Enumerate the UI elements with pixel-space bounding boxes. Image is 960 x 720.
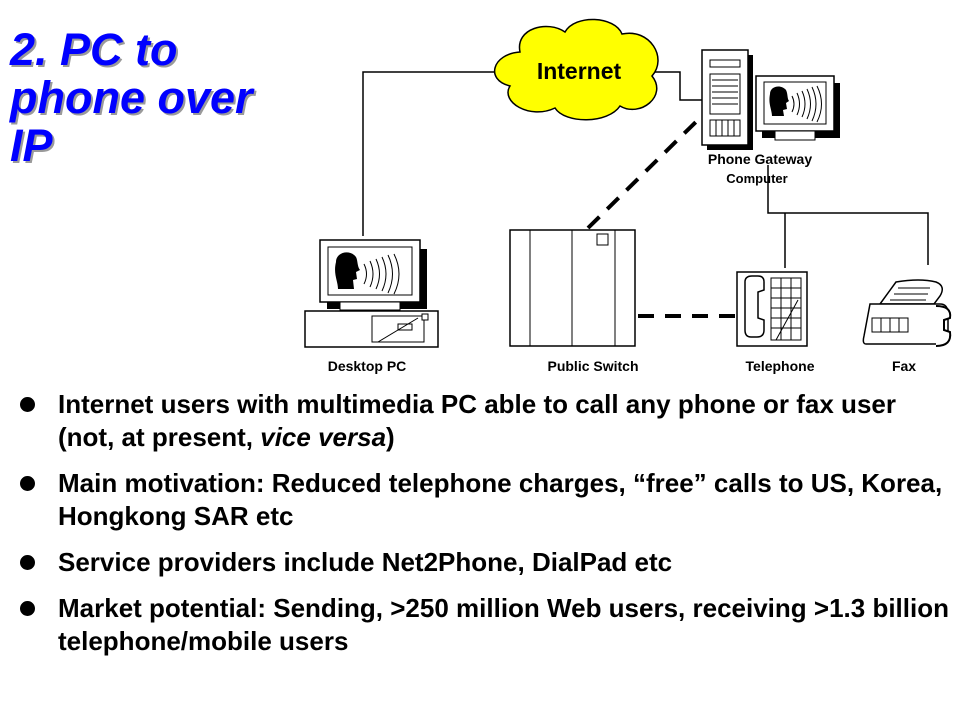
- cloud-shape: [493, 18, 659, 121]
- bullet-text-1-emphasis: vice versa: [260, 422, 387, 452]
- pc-button: [421, 313, 429, 321]
- fax-label: Fax: [892, 358, 916, 374]
- bullet-item: Internet users with multimedia PC able t…: [18, 388, 954, 454]
- bullet-list: Internet users with multimedia PC able t…: [18, 388, 954, 671]
- gateway-phone-fax-line: [767, 165, 929, 265]
- bullet-dot: [20, 476, 35, 491]
- network-diagram: Internet Phone Gateway Compu: [304, 18, 952, 374]
- telephone-label: Telephone: [746, 358, 815, 374]
- gateway-slots: [709, 119, 741, 137]
- bullet-dot: [20, 601, 35, 616]
- bullet-item: Main motivation: Reduced telephone charg…: [18, 467, 954, 533]
- bullet-text-1-start: Internet users with multimedia PC able t…: [58, 389, 896, 452]
- bullet-text-2: Main motivation: Reduced telephone charg…: [58, 468, 943, 531]
- pc-drive-slot: [397, 323, 413, 331]
- solid-connections: [362, 71, 929, 268]
- title-line-1: 2. PC to: [10, 24, 178, 75]
- speaking-head-icon: [335, 252, 400, 295]
- pc-internet-line: [362, 71, 500, 236]
- telephone: Telephone: [736, 271, 815, 374]
- bullet-dot: [20, 555, 35, 570]
- speaking-head-icon: [769, 85, 822, 123]
- fax-handset: [935, 305, 952, 347]
- bullet-text-1-end: ): [386, 422, 395, 452]
- gateway-vents: [709, 73, 741, 115]
- bullet-text-3: Service providers include Net2Phone, Dia…: [58, 547, 673, 577]
- cloud-label: Internet: [537, 58, 622, 84]
- gateway-monitor-base: [774, 130, 816, 141]
- slide-title: 2. PC to phone over IP: [10, 26, 253, 170]
- gateway-computer: Phone Gateway Computer: [701, 49, 840, 186]
- pc-monitor-base: [339, 301, 401, 311]
- bullet-text-4: Market potential: Sending, >250 million …: [58, 593, 949, 656]
- title-line-3: IP: [10, 120, 53, 171]
- dashed-connections: [586, 110, 736, 318]
- switch-gateway-dashed-line: [586, 110, 708, 230]
- telephone-cord: [775, 299, 799, 341]
- switch-label: Public Switch: [547, 358, 638, 374]
- bullet-item: Market potential: Sending, >250 million …: [18, 592, 954, 658]
- gateway-label: Phone Gateway: [708, 151, 812, 167]
- bullet-dot: [20, 397, 35, 412]
- desktop-label: Desktop PC: [328, 358, 407, 374]
- internet-gateway-line: [655, 71, 712, 101]
- fax-paper: [878, 279, 943, 305]
- public-switch: Public Switch: [509, 229, 639, 374]
- telephone-keypad: [770, 277, 802, 341]
- gateway-sublabel: Computer: [726, 171, 787, 186]
- title-line-2: phone over: [10, 72, 253, 123]
- pc-drive-line: [377, 317, 419, 343]
- bullet-item: Service providers include Net2Phone, Dia…: [18, 546, 954, 579]
- desktop-pc: Desktop PC: [304, 239, 439, 374]
- switch-indicator: [596, 233, 609, 246]
- telephone-handset: [744, 275, 765, 338]
- gateway-drive: [709, 59, 741, 68]
- internet-cloud: Internet: [493, 18, 659, 121]
- fax-machine: Fax: [862, 279, 952, 374]
